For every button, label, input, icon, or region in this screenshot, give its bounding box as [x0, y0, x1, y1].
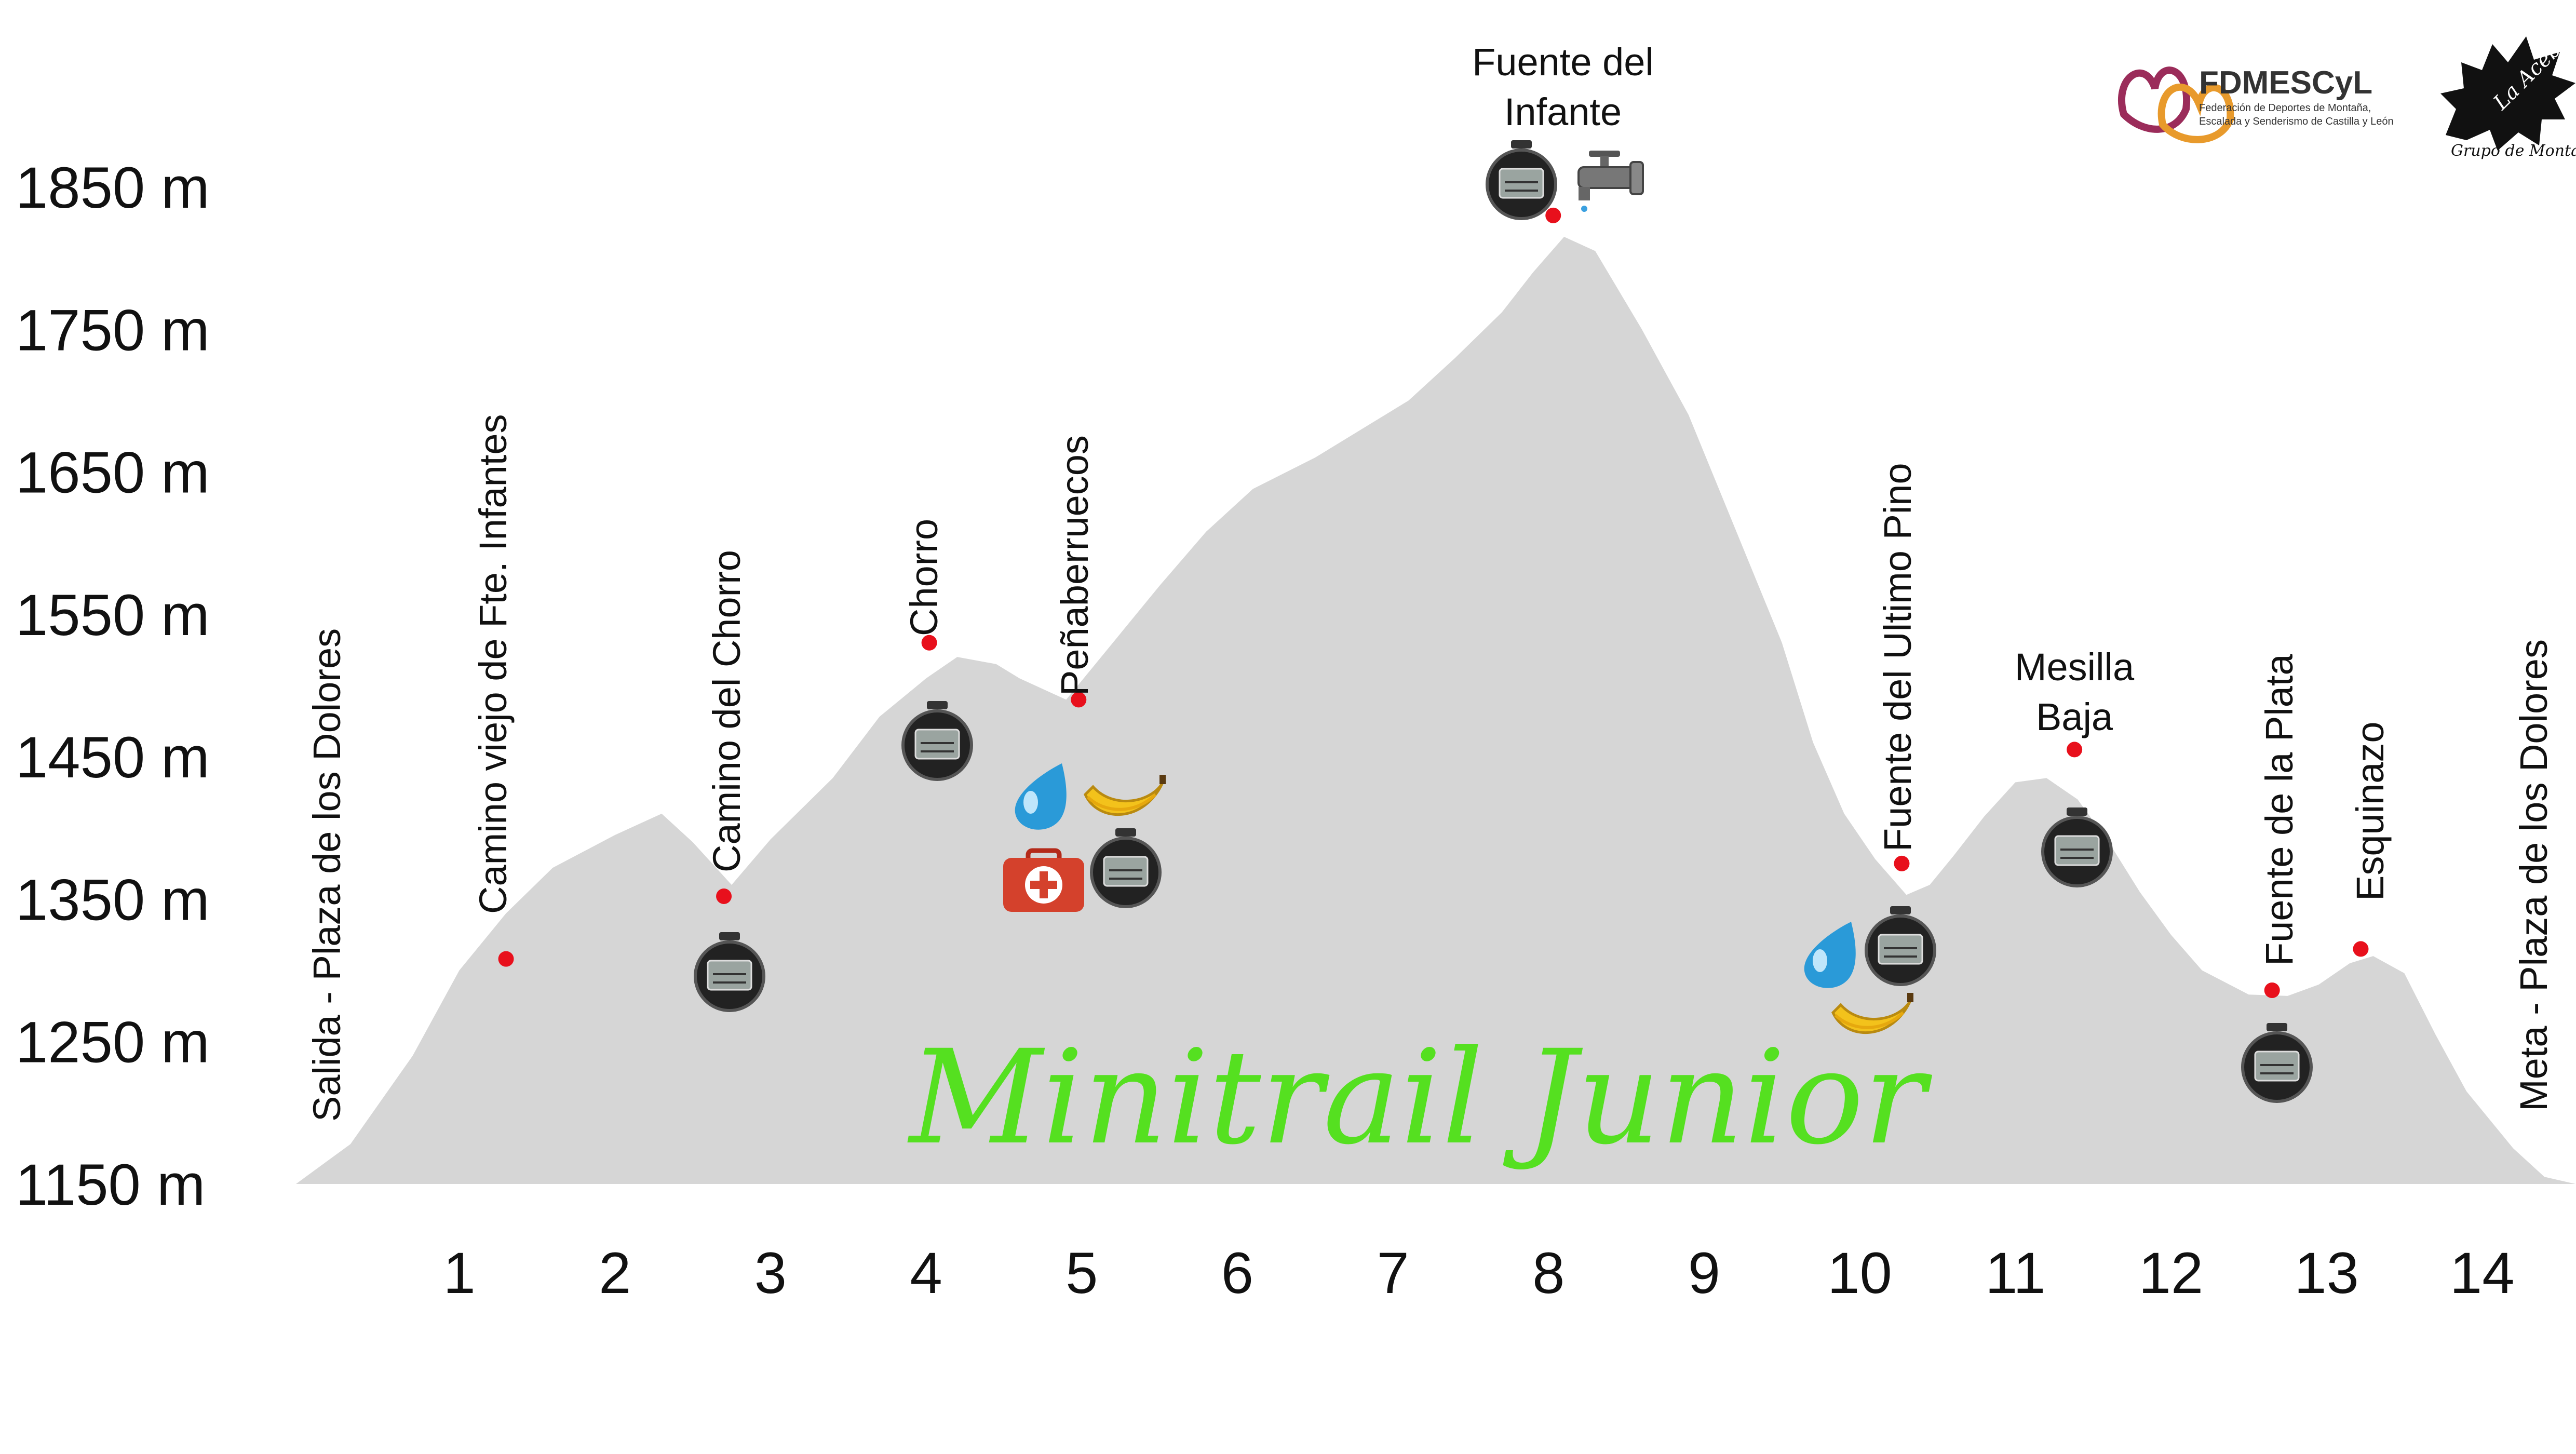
waypoint-label: Fuente del Ultimo Pino: [1876, 463, 1919, 852]
water-drop-icon: [1804, 922, 1856, 988]
y-tick-label: 1450 m: [16, 725, 210, 790]
waypoint-labels: Salida - Plaza de los Dolores Camino viej…: [305, 41, 2555, 1122]
federation-name: FDMESCyL: [2199, 65, 2372, 101]
x-tick-label: 13: [2294, 1241, 2359, 1305]
waypoint-label: Camino viejo de Fte. Infantes: [471, 414, 515, 914]
x-tick-label: 11: [1985, 1241, 2045, 1305]
water-tap-icon: [1577, 151, 1644, 212]
federation-logo: FDMESCyL Federación de Deportes de Monta…: [2118, 65, 2394, 143]
y-tick-label: 1250 m: [16, 1010, 210, 1075]
stopwatch-icon: [2241, 1023, 2313, 1103]
y-axis: 1150 m 1250 m 1350 m 1450 m 1550 m 1650 m 1750…: [16, 155, 210, 1217]
first-aid-icon: [1003, 848, 1084, 912]
x-tick-label: 2: [599, 1241, 631, 1305]
club-logo: La Acebeda Grupo de Montaña: [2440, 11, 2576, 160]
waypoint-marker: [1894, 855, 1910, 871]
federation-subtitle-line1: Federación de Deportes de Montaña,: [2199, 102, 2371, 114]
waypoint-marker: [1071, 692, 1087, 708]
water-drop-icon: [1015, 763, 1067, 830]
waypoint-label: Chorro: [902, 519, 946, 636]
x-tick-label: 1: [443, 1241, 475, 1305]
waypoint-marker: [921, 635, 937, 651]
x-tick-label: 7: [1377, 1241, 1409, 1305]
x-tick-label: 4: [910, 1241, 942, 1305]
waypoint-marker: [498, 951, 514, 967]
y-tick-label: 1150 m: [16, 1152, 205, 1217]
waypoint-marker: [716, 888, 732, 904]
elevation-profile-area: [296, 237, 2575, 1184]
waypoint-marker: [2264, 982, 2280, 998]
y-tick-label: 1350 m: [16, 867, 210, 932]
waypoint-markers: [498, 207, 2369, 998]
stopwatch-icon: [1486, 140, 1557, 220]
y-tick-label: 1550 m: [16, 583, 210, 648]
y-tick-label: 1650 m: [16, 440, 210, 505]
x-tick-label: 10: [1827, 1241, 1892, 1305]
waypoint-label: Meta - Plaza de los Dolores: [2512, 639, 2555, 1111]
x-tick-label: 8: [1532, 1241, 1565, 1305]
waypoint-icons: [694, 140, 2313, 1103]
x-tick-label: 3: [754, 1241, 787, 1305]
waypoint-label: Esquinazo: [2349, 721, 2392, 901]
waypoint-marker: [1545, 207, 1561, 223]
stopwatch-icon: [1090, 828, 1162, 908]
waypoint-marker: [2067, 742, 2083, 758]
waypoint-label: Fuente de la Plata: [2258, 654, 2301, 966]
y-tick-label: 1750 m: [16, 298, 210, 362]
y-tick-label: 1850 m: [16, 155, 210, 220]
x-tick-label: 9: [1688, 1241, 1720, 1305]
holly-leaf-icon: [2440, 36, 2575, 151]
chart-title: Minitrail Junior: [907, 1022, 1932, 1173]
federation-logo-icon: [2118, 66, 2234, 143]
club-subtitle: Grupo de Montaña: [2451, 142, 2576, 160]
waypoint-label: Peñaberruecos: [1053, 435, 1096, 696]
stopwatch-icon: [901, 701, 973, 781]
banana-icon: [1831, 993, 1913, 1034]
banana-icon: [1084, 775, 1166, 816]
x-tick-label: 12: [2139, 1241, 2204, 1305]
waypoint-label: Camino del Chorro: [705, 550, 748, 872]
x-tick-label: 5: [1066, 1241, 1098, 1305]
stopwatch-icon: [1865, 906, 1936, 986]
stopwatch-icon: [694, 932, 765, 1012]
federation-subtitle-line2: Escalada y Senderismo de Castilla y León: [2199, 116, 2394, 127]
x-tick-label: 14: [2450, 1241, 2515, 1305]
waypoint-marker: [2353, 941, 2369, 957]
stopwatch-icon: [2041, 807, 2113, 887]
x-tick-label: 6: [1221, 1241, 1253, 1305]
waypoint-label: Salida - Plaza de los Dolores: [305, 628, 348, 1122]
